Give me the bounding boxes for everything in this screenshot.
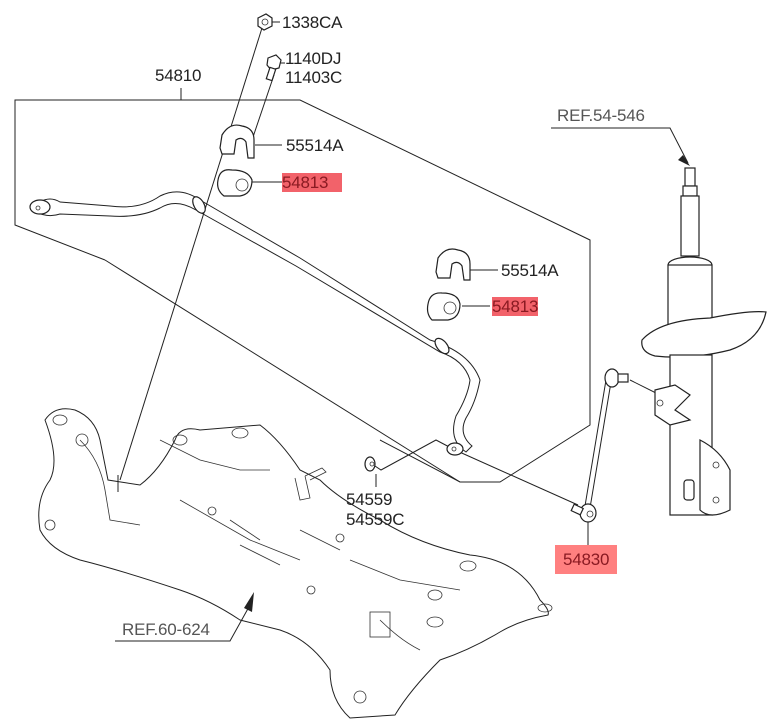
label-54813-left[interactable]: 54813	[282, 173, 343, 192]
crossmember-icon	[38, 408, 553, 719]
bracket-right-icon	[435, 248, 471, 281]
stabilizer-bar-icon	[29, 191, 481, 456]
label-54810[interactable]: 54810	[155, 66, 202, 85]
bracket-left-icon	[219, 124, 255, 159]
label-54813-right[interactable]: 54813	[492, 297, 539, 316]
label-ref-54-546[interactable]: REF.54-546	[557, 106, 645, 125]
ref-crossmember-pointer	[115, 592, 254, 642]
label-1140dj[interactable]: 1140DJ	[285, 49, 342, 68]
bushing-right-icon	[426, 292, 461, 321]
bushing-left-icon	[217, 169, 253, 197]
label-54830[interactable]: 54830	[555, 545, 618, 574]
label-1338ca[interactable]: 1338CA	[282, 13, 343, 32]
stabilizer-assembly-outline	[14, 88, 591, 483]
label-ref-60-624[interactable]: REF.60-624	[122, 620, 210, 639]
label-55514a-right[interactable]: 55514A	[501, 261, 559, 280]
link-nut-icon	[364, 456, 376, 472]
bolt-icon	[265, 54, 282, 82]
stabilizer-link-icon	[570, 368, 629, 523]
label-11403c[interactable]: 11403C	[285, 68, 343, 87]
strut-assembly-icon	[551, 127, 767, 516]
flange-nut-icon	[257, 13, 273, 31]
label-54559[interactable]: 54559	[346, 490, 393, 509]
leader-lines	[119, 21, 661, 545]
label-55514a-left[interactable]: 55514A	[286, 136, 344, 155]
label-54559c[interactable]: 54559C	[346, 510, 405, 529]
